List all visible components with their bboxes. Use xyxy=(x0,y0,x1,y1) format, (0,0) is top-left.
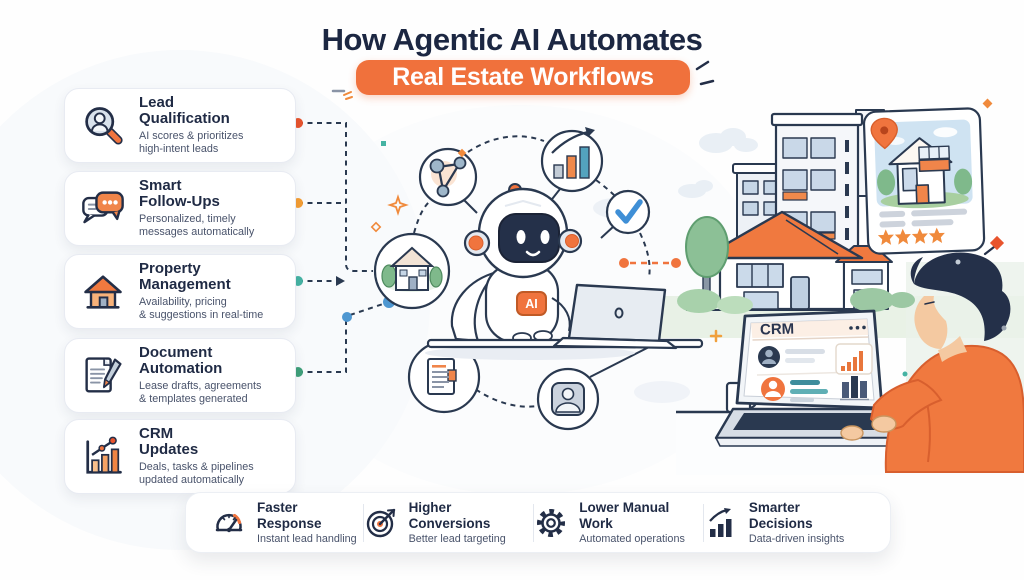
title-banner: Real Estate Workflows xyxy=(356,60,690,95)
ai-badge: AI xyxy=(516,291,547,316)
card-desc: Lease drafts, agreements & templates gen… xyxy=(139,380,262,406)
header-doodles xyxy=(331,60,715,100)
card-title: Smart Follow-Ups xyxy=(139,176,220,210)
card-lead-qualification: Lead Qualification AI scores & prioritiz… xyxy=(64,88,296,163)
card-title: CRM Updates xyxy=(139,424,199,458)
location-pin-icon xyxy=(870,117,898,150)
listing-text-placeholders xyxy=(879,208,968,228)
benefits-bar: Faster Response Instant lead handling Hi… xyxy=(185,492,891,553)
sparkle-decorations xyxy=(370,98,1007,377)
card-desc: AI scores & prioritizes high-intent lead… xyxy=(139,130,244,156)
listing-card xyxy=(862,107,986,255)
person-agent xyxy=(840,245,1024,473)
gauge-icon xyxy=(212,506,246,540)
benefit-desc: Instant lead handling xyxy=(257,533,357,546)
benefit-smarter-decisions: Smarter Decisions Data-driven insights xyxy=(704,500,864,545)
card-title: Property Management xyxy=(139,259,231,293)
card-crm-updates: CRM Updates Deals, tasks & pipelines upd… xyxy=(64,419,296,494)
magnifier-person-icon xyxy=(79,102,127,150)
benefit-faster-response: Faster Response Instant lead handling xyxy=(212,500,363,545)
benefit-lower-manual-work: Lower Manual Work Automated operations xyxy=(534,500,703,545)
network-nodes-icon xyxy=(418,147,478,207)
connector-arrowhead xyxy=(336,276,345,286)
benefit-higher-conversions: Higher Conversions Better lead targeting xyxy=(364,500,534,545)
page-title: How Agentic AI Automates xyxy=(321,22,703,57)
card-smart-follow-ups: Smart Follow-Ups Personalized, timely me… xyxy=(64,171,296,246)
card-desc: Personalized, timely messages automatica… xyxy=(139,213,255,239)
house-circle-icon xyxy=(373,232,451,310)
card-desc: Availability, pricing & suggestions in r… xyxy=(139,296,264,322)
crm-chart-icon xyxy=(79,433,127,481)
document-icon xyxy=(407,340,481,414)
trees-bushes xyxy=(677,216,915,314)
house-icon xyxy=(79,268,127,316)
benefit-desc: Automated operations xyxy=(579,533,685,546)
divider xyxy=(362,503,364,542)
card-property-management: Property Management Availability, pricin… xyxy=(64,254,296,329)
benefit-title: Higher Conversions xyxy=(408,499,491,531)
bar-growth-icon xyxy=(704,506,738,540)
card-connectors xyxy=(298,122,387,373)
card-title: Document Automation xyxy=(139,343,223,377)
checkmark-icon xyxy=(605,189,651,235)
city-clouds xyxy=(678,128,758,198)
card-desc: Deals, tasks & pipelines updated automat… xyxy=(139,461,254,487)
robot-desk-laptop xyxy=(426,283,704,350)
crm-screen-title: CRM xyxy=(759,320,795,339)
divider xyxy=(702,503,704,542)
benefit-desc: Data-driven insights xyxy=(748,533,845,546)
growth-chart-icon xyxy=(540,127,604,193)
benefit-title: Smarter Decisions xyxy=(748,499,813,531)
benefit-title: Lower Manual Work xyxy=(579,499,670,531)
target-icon xyxy=(364,506,398,540)
card-title: Lead Qualification xyxy=(139,93,230,127)
contact-icon xyxy=(536,367,600,431)
ai-robot xyxy=(425,183,635,360)
star-rating xyxy=(877,227,945,246)
document-pencil-icon xyxy=(79,352,127,400)
gear-icon xyxy=(534,506,568,540)
benefit-desc: Better lead targeting xyxy=(408,533,506,546)
card-document-automation: Document Automation Lease drafts, agreem… xyxy=(64,338,296,413)
benefit-title: Faster Response xyxy=(257,499,322,531)
orange-link xyxy=(619,258,681,268)
divider xyxy=(533,503,535,542)
chat-bubbles-icon xyxy=(79,185,127,233)
listing-house xyxy=(888,137,953,205)
